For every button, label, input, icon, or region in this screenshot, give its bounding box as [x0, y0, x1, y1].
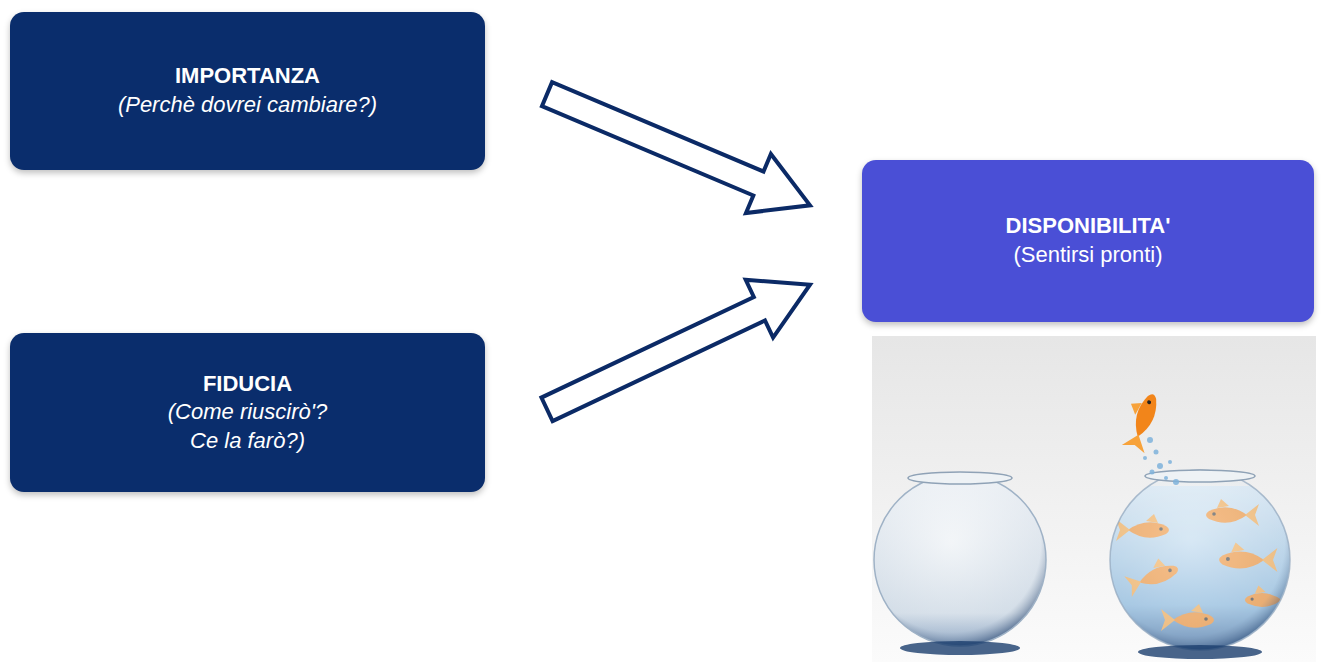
- box-title: FIDUCIA: [203, 370, 292, 399]
- box-question: (Come riuscirò'? Ce la farò?): [153, 398, 343, 455]
- result-box: DISPONIBILITA'(Sentirsi pronti): [862, 160, 1314, 322]
- block-arrow: [542, 82, 810, 213]
- box-title: IMPORTANZA: [175, 62, 320, 91]
- box-title: DISPONIBILITA': [1006, 212, 1171, 241]
- block-arrow: [541, 280, 810, 421]
- factor-box: IMPORTANZA(Perchè dovrei cambiare?): [10, 12, 485, 170]
- factor-box: FIDUCIA(Come riuscirò'? Ce la farò?): [10, 333, 485, 492]
- box-question: (Sentirsi pronti): [1013, 241, 1162, 270]
- box-question: (Perchè dovrei cambiare?): [118, 91, 377, 120]
